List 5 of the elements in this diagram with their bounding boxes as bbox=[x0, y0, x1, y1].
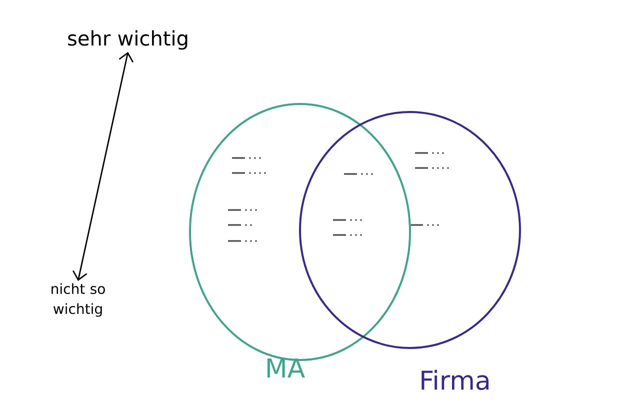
set-label: Firma bbox=[422, 370, 489, 390]
double-arrow bbox=[72, 52, 134, 282]
set-label: MA bbox=[267, 358, 305, 378]
scale-label: nicht so wichtig bbox=[52, 283, 105, 317]
scale-label: sehr wichtig bbox=[68, 30, 188, 50]
